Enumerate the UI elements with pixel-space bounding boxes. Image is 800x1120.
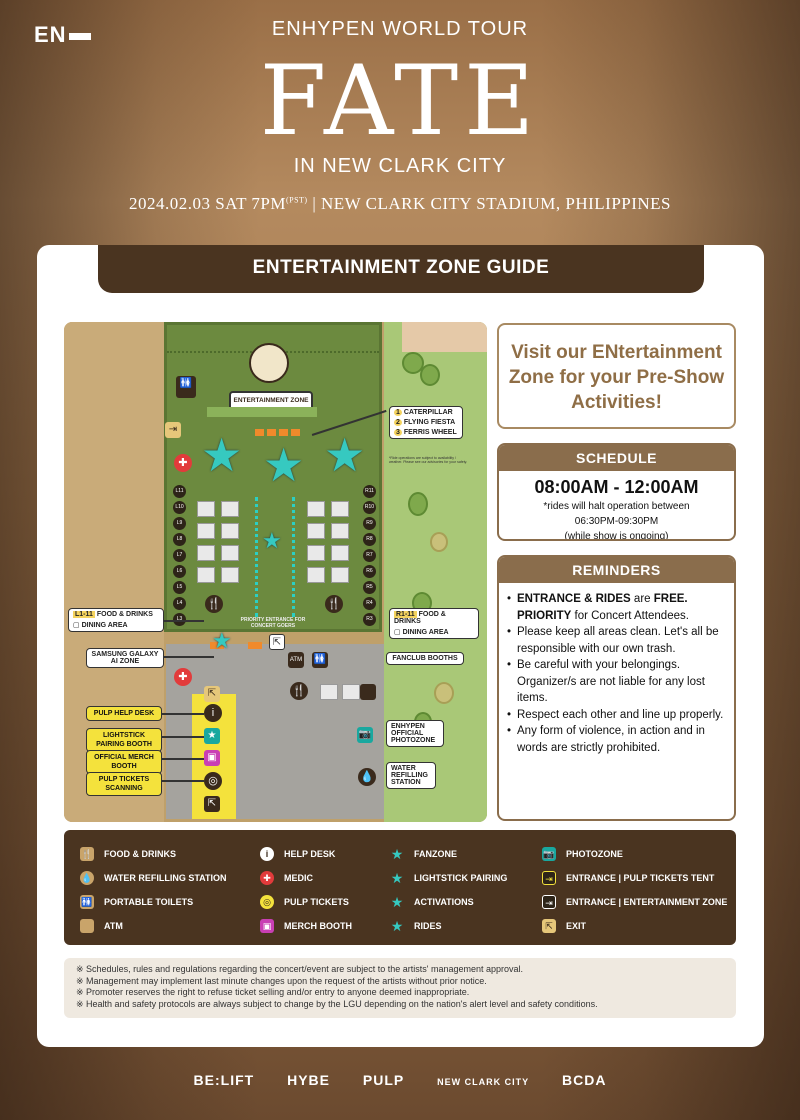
samsung-callout: SAMSUNG GALAXY AI ZONE xyxy=(86,648,164,668)
fate-logo: FATE xyxy=(259,45,541,157)
ride-star-1[interactable]: ★ xyxy=(201,429,243,481)
activations-icon: ★ xyxy=(390,894,404,910)
merch-icon[interactable]: ▣ xyxy=(204,750,220,766)
header: ENHYPEN WORLD TOUR FATE IN NEW CLARK CIT… xyxy=(0,18,800,214)
food-icon-left: 🍴 xyxy=(205,595,223,613)
samsung-star[interactable]: ★ xyxy=(212,628,232,653)
fanzone-icon: ★ xyxy=(390,846,404,862)
help-desk-icon[interactable]: i xyxy=(204,704,222,722)
rides-note: *Ride operations are subject to availabi… xyxy=(389,456,468,464)
rides-callout: 1 CATERPILLAR 2 FLYING FIESTA 3 FERRIS W… xyxy=(389,406,463,439)
schedule-time: 08:00AM - 12:00AM xyxy=(534,477,699,497)
help-desk-icon: i xyxy=(260,847,274,861)
legend: 🍴 FOOD & DRINKS 💧 WATER REFILLING STATIO… xyxy=(64,830,736,945)
water-icon: 💧 xyxy=(358,768,376,786)
note-4: ※ Health and safety protocols are always… xyxy=(76,998,598,1009)
reminder-2: Please keep all areas clean. Let's all b… xyxy=(507,624,726,657)
exit-icon-bottom[interactable]: ⇱ xyxy=(204,796,220,812)
fanzone-star[interactable]: ★ xyxy=(262,528,282,553)
water-callout: WATER REFILLING STATION xyxy=(386,762,436,789)
pulp-logo: PULP xyxy=(362,1072,405,1088)
reminders-panel: REMINDERS ENTRANCE & RIDES are FREE. PRI… xyxy=(497,555,736,821)
schedule-note-1: *rides will halt operation between xyxy=(543,501,690,512)
photozone-callout: ENHYPEN OFFICIAL PHOTOZONE xyxy=(386,720,444,747)
visit-panel: Visit our ENtertainment Zone for your Pr… xyxy=(497,323,736,429)
note-1: ※ Schedules, rules and regulations regar… xyxy=(76,964,524,974)
merch-callout: OFFICIAL MERCH BOOTH xyxy=(86,750,162,774)
note-3: ※ Promoter reserves the right to refuse … xyxy=(76,987,470,997)
atm-icon xyxy=(80,919,94,933)
enhypen-logo: EN xyxy=(34,22,91,48)
medic-icon: ✚ xyxy=(174,454,192,472)
lightstick-callout: LIGHTSTICK PAIRING BOOTH xyxy=(86,728,162,752)
toilets-icon: 🚻 xyxy=(176,376,196,398)
schedule-note-3: (while show is ongoing) xyxy=(564,531,669,541)
entrance-zone-icon[interactable]: ⇥ xyxy=(165,422,181,438)
toilets-icon: 🚻 xyxy=(80,895,94,909)
hybe-logo: HYBE xyxy=(287,1072,330,1088)
lightstick-icon[interactable]: ★ xyxy=(204,728,220,744)
reminder-5: Any form of violence, in action and in w… xyxy=(507,723,726,756)
date-venue-line: 2024.02.03 SAT 7PM(PST) | NEW CLARK CITY… xyxy=(128,194,672,213)
schedule-note-2: 06:30PM-09:30PM xyxy=(574,516,659,527)
medic-icon-2: ✚ xyxy=(174,668,192,686)
reminders-heading: REMINDERS xyxy=(499,557,734,583)
schedule-panel: SCHEDULE 08:00AM - 12:00AM *rides will h… xyxy=(497,443,736,541)
lightstick-pairing-icon: ★ xyxy=(390,870,404,886)
belift-logo: BE:LIFT xyxy=(193,1072,255,1088)
ride-star-3[interactable]: ★ xyxy=(324,429,366,481)
zone-map: ENTERTAINMENT ZONE ★ ★ ★ ★ L11 L10 L9 L8… xyxy=(64,322,487,822)
ride-star-2[interactable]: ★ xyxy=(263,439,305,491)
tree xyxy=(402,352,424,374)
photozone-icon: 📷 xyxy=(542,847,556,861)
pulp-tickets-icon[interactable]: ◎ xyxy=(204,772,222,790)
priority-entrance-label: PRIORITY ENTRANCE FOR CONCERT GOERS xyxy=(240,617,306,629)
pulp-help-callout: PULP HELP DESK xyxy=(86,706,162,721)
photozone-icon[interactable]: 📷 xyxy=(357,727,373,743)
sponsor-logos: BE:LIFT HYBE PULP NEW CLARK CITY BCDA xyxy=(0,1072,800,1088)
disclaimer-notes: ※ Schedules, rules and regulations regar… xyxy=(64,958,736,1018)
city-subtitle: IN NEW CLARK CITY xyxy=(293,155,507,177)
new-clark-city-logo: NEW CLARK CITY xyxy=(437,1077,530,1087)
food-icon-right: 🍴 xyxy=(325,595,343,613)
atm-icon-2 xyxy=(360,684,376,700)
toilets-icon-2: 🚻 xyxy=(312,652,328,668)
reminder-4: Respect each other and line up properly. xyxy=(507,707,726,724)
entrance-tent-icon: ⇥ xyxy=(542,871,556,885)
entrance-zone-icon: ⇥ xyxy=(542,895,556,909)
reminder-1: ENTRANCE & RIDES are FREE. PRIORITY for … xyxy=(507,591,726,624)
grass-right xyxy=(384,322,487,822)
left-food-callout: L1-11 FOOD & DRINKS ▢ DINING AREA xyxy=(68,608,164,632)
pulp-tickets-icon: ◎ xyxy=(260,895,274,909)
fanclub-callout: FANCLUB BOOTHS xyxy=(386,652,464,665)
schedule-heading: SCHEDULE xyxy=(499,445,734,471)
sand-corner xyxy=(402,322,487,352)
food-icon-plaza: 🍴 xyxy=(290,682,308,700)
medic-icon: ✚ xyxy=(260,871,274,885)
bcda-logo: BCDA xyxy=(562,1072,607,1088)
reminder-3: Be careful with your belongings. Organiz… xyxy=(507,657,726,707)
water-icon: 💧 xyxy=(80,871,94,885)
entertainment-zone-area: ENTERTAINMENT ZONE ★ ★ ★ ★ L11 L10 L9 L8… xyxy=(164,322,382,632)
exit-icon-top[interactable]: ⇱ xyxy=(204,686,220,702)
food-icon: 🍴 xyxy=(80,847,94,861)
rides-icon: ★ xyxy=(390,918,404,934)
tour-title: ENHYPEN WORLD TOUR xyxy=(271,18,529,40)
pulp-scan-callout: PULP TICKETS SCANNING xyxy=(86,772,162,796)
circus-tent-icon xyxy=(249,343,289,383)
entrance-tent-icon[interactable]: ⇱ xyxy=(269,634,285,650)
note-2: ※ Management may implement last minute c… xyxy=(76,975,487,986)
merch-booth-icon: ▣ xyxy=(260,919,274,933)
right-food-callout: R1-11 FOOD & DRINKS ▢ DINING AREA xyxy=(389,608,479,639)
guide-title: ENTERTAINMENT ZONE GUIDE xyxy=(98,245,704,293)
exit-icon: ⇱ xyxy=(542,919,556,933)
atm-icon: ATM xyxy=(288,652,304,668)
